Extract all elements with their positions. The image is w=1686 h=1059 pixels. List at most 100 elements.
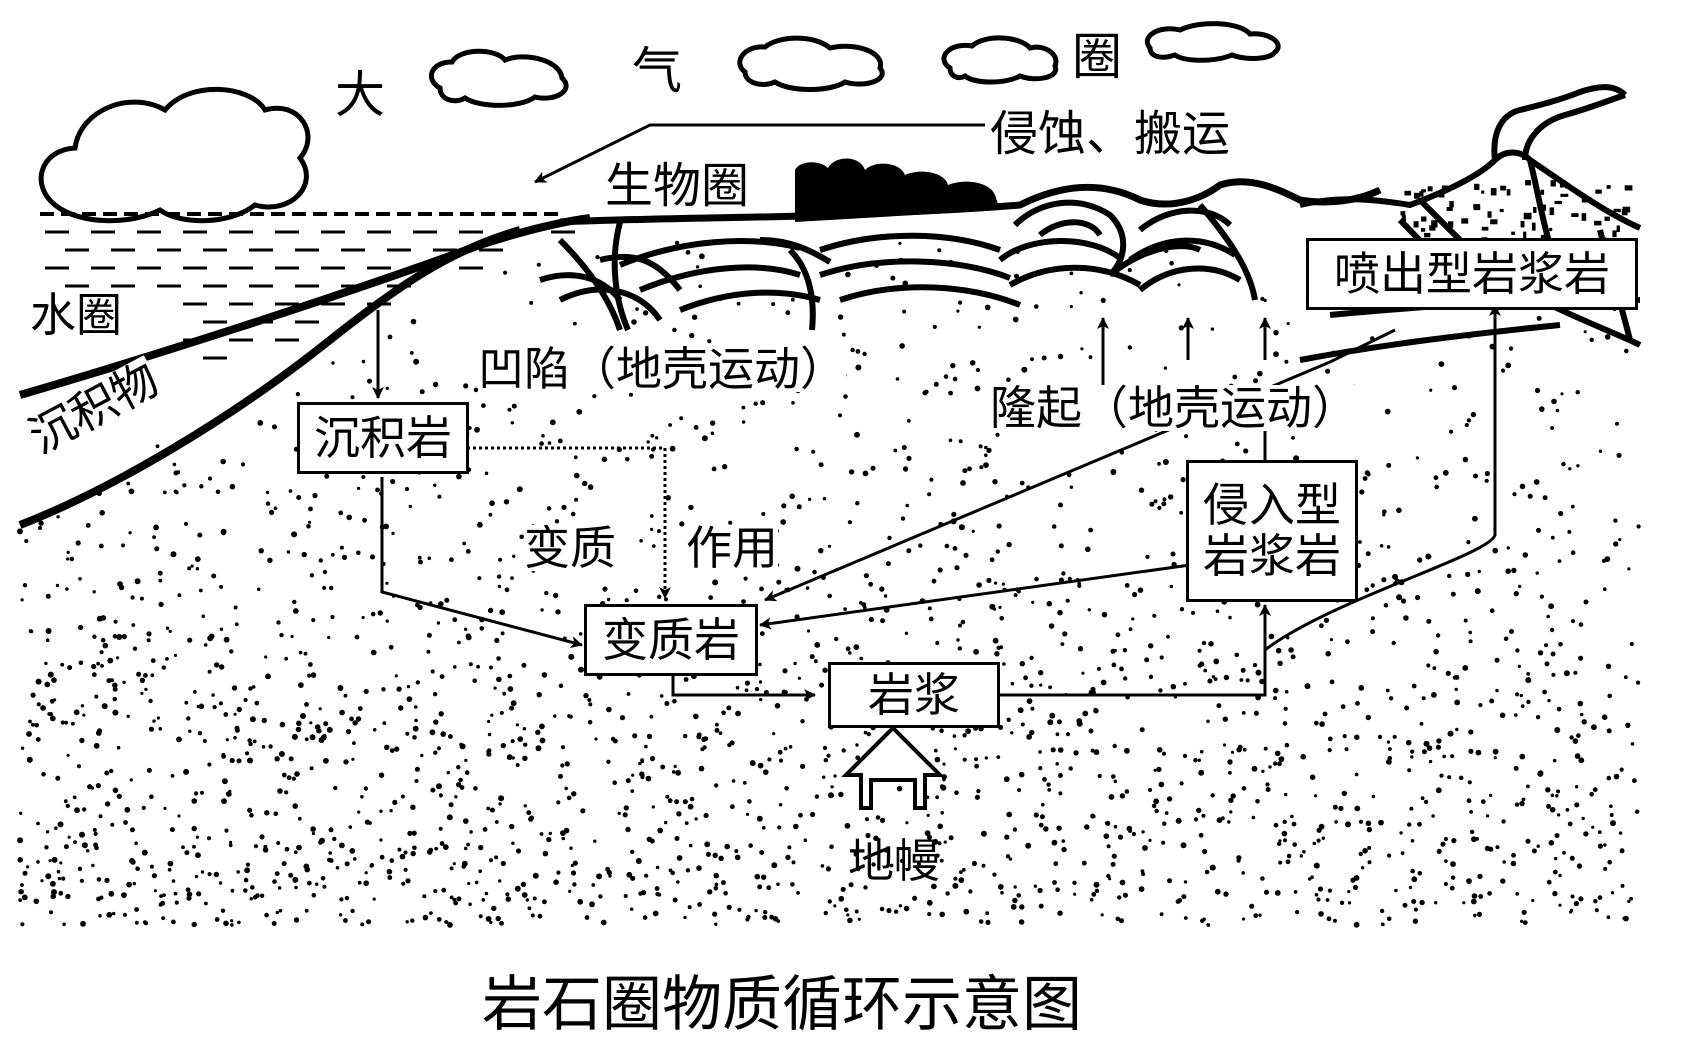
stipple-dot: [1548, 603, 1554, 610]
stipple-dot: [1618, 831, 1623, 835]
stipple-dot: [556, 870, 561, 875]
stipple-dot: [1536, 527, 1541, 533]
stipple-dot: [276, 841, 281, 845]
stipple-dot: [1106, 873, 1111, 879]
stipple-dot: [1151, 803, 1157, 809]
stipple-dot: [207, 872, 212, 877]
stipple-dot: [1161, 501, 1167, 507]
stipple-dot: [281, 861, 287, 867]
stipple-dot: [1431, 692, 1437, 698]
stipple-dot: [167, 867, 172, 872]
stipple-dot: [397, 847, 402, 852]
stipple-dot: [811, 449, 816, 454]
stipple-dot: [761, 512, 766, 516]
stipple-dot: [419, 389, 425, 395]
stipple-dot: [112, 686, 118, 692]
stipple-dot: [172, 462, 177, 467]
stipple-dot: [1583, 599, 1589, 605]
stipple-dot: [1444, 859, 1448, 863]
stipple-dot: [98, 914, 102, 918]
stipple-dot: [1100, 679, 1107, 686]
stipple-dot: [343, 693, 348, 698]
stipple-dot: [723, 891, 728, 896]
stipple-dot: [243, 888, 248, 893]
stipple-dot: [517, 736, 524, 742]
stipple-dot: [1183, 681, 1187, 686]
stipple-dot: [1207, 678, 1213, 684]
stipple-dot: [1386, 740, 1390, 744]
stipple-dot: [530, 913, 535, 918]
stipple-dot: [898, 241, 902, 245]
stipple-dot: [134, 907, 140, 912]
stipple-dot: [1555, 794, 1559, 798]
stipple-dot: [1285, 859, 1291, 865]
stipple-dot: [1531, 898, 1535, 903]
stipple-dot: [1489, 608, 1495, 613]
stipple-dot: [1629, 896, 1633, 901]
stipple-dot: [822, 497, 827, 501]
stipple-dot: [971, 860, 978, 867]
stipple-dot: [128, 488, 135, 495]
stipple-dot: [429, 911, 433, 915]
stipple-dot: [356, 550, 361, 556]
stipple-dot: [1573, 670, 1578, 675]
stipple-dot: [296, 720, 302, 727]
stipple-dot: [906, 548, 912, 554]
stipple-dot: [1462, 665, 1469, 671]
stipple-dot: [38, 526, 42, 530]
stipple-dot: [1622, 916, 1626, 920]
stipple-dot: [437, 494, 442, 499]
stipple-dot: [290, 634, 294, 639]
stipple-dot: [244, 867, 251, 874]
stipple-dot: [298, 682, 304, 688]
stipple-dot: [369, 863, 375, 868]
stipple-dot: [315, 882, 319, 886]
stipple-dot: [296, 844, 302, 851]
stipple-dot: [822, 745, 828, 751]
stipple-dot: [977, 325, 981, 329]
stipple-dot: [1153, 798, 1160, 805]
stipple-dot: [224, 828, 229, 833]
stipple-dot: [230, 919, 234, 923]
stipple-dot: [452, 617, 458, 623]
stipple-dot: [203, 643, 208, 647]
stipple-dot: [546, 836, 552, 843]
stipple-dot: [1521, 909, 1527, 915]
stipple-dot: [434, 846, 439, 851]
stipple-dot: [1407, 822, 1412, 827]
volcano-speckle: [1427, 186, 1433, 192]
stipple-dot: [710, 431, 715, 436]
volcano-speckle: [1404, 190, 1411, 196]
stipple-dot: [26, 865, 30, 869]
stipple-dot: [522, 727, 527, 731]
stipple-dot: [1384, 408, 1391, 415]
stipple-dot: [727, 742, 732, 748]
stipple-dot: [1050, 747, 1056, 753]
stipple-dot: [67, 665, 73, 671]
stipple-dot: [1017, 788, 1022, 793]
stipple-dot: [865, 832, 871, 839]
stipple-dot: [146, 631, 152, 637]
stipple-dot: [781, 689, 787, 695]
volcano-speckle: [1446, 207, 1453, 211]
stipple-dot: [654, 886, 660, 891]
stipple-dot: [1000, 890, 1004, 895]
cloud-small-2: [737, 35, 885, 92]
stipple-dot: [499, 920, 504, 926]
stipple-dot: [1227, 820, 1231, 824]
stipple-dot: [490, 713, 494, 717]
stipple-dot: [1126, 825, 1133, 832]
stipple-dot: [171, 879, 176, 883]
stipple-dot: [1613, 541, 1619, 547]
stipple-dot: [410, 918, 415, 923]
stipple-dot: [404, 486, 410, 492]
stipple-dot: [708, 595, 714, 600]
stipple-dot: [1200, 918, 1205, 923]
stipple-dot: [511, 403, 517, 409]
stipple-dot: [484, 471, 489, 476]
stipple-dot: [1046, 600, 1053, 607]
stipple-dot: [1548, 840, 1555, 846]
mantle-label: 地幔: [848, 834, 940, 888]
stipple-dot: [1546, 803, 1551, 809]
stipple-dot: [580, 808, 586, 814]
